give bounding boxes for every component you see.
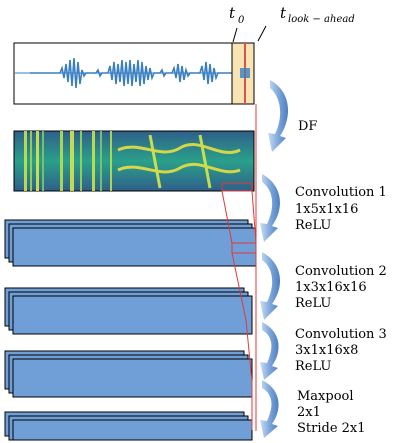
- t0-pointer: [232, 27, 238, 43]
- receptive-field-connectors: [221, 104, 257, 431]
- svg-text:t: t: [229, 4, 236, 22]
- svg-text:ReLU: ReLU: [295, 359, 331, 374]
- conv1-feature-stack: [4, 219, 257, 267]
- t0-label: t 0: [229, 4, 245, 26]
- svg-text:Convolution 1: Convolution 1: [295, 185, 387, 200]
- spectrogram-panel: [13, 130, 255, 192]
- svg-text:Stride 2x1: Stride 2x1: [297, 421, 366, 436]
- step-label-maxpool: Maxpool 2x1 Stride 2x1: [297, 389, 366, 436]
- step-label-conv1: Convolution 1 1x5x1x16 ReLU: [295, 185, 387, 233]
- svg-text:look − ahead: look − ahead: [288, 14, 355, 25]
- svg-text:DF: DF: [298, 119, 317, 134]
- down-curved-arrow-icon: [260, 174, 281, 242]
- svg-text:0: 0: [238, 15, 245, 26]
- svg-text:t: t: [280, 4, 287, 22]
- svg-text:1x5x1x16: 1x5x1x16: [295, 202, 358, 217]
- svg-text:ReLU: ReLU: [295, 296, 331, 311]
- maxpool-feature-stack: [4, 411, 253, 441]
- svg-text:1x3x16x16: 1x3x16x16: [295, 280, 367, 295]
- down-curved-arrow-icon: [260, 380, 279, 438]
- waveform-panel: [13, 42, 255, 105]
- svg-text:3x1x16x8: 3x1x16x8: [295, 343, 358, 358]
- down-curved-arrow-icon: [268, 80, 289, 152]
- svg-text:Convolution 2: Convolution 2: [295, 264, 387, 279]
- step-label-df: DF: [298, 119, 317, 134]
- waveform-signal: [30, 57, 251, 89]
- t-lookahead-label: t look − ahead: [280, 4, 355, 25]
- svg-text:Convolution 3: Convolution 3: [295, 327, 387, 342]
- conv3-feature-stack: [4, 350, 253, 398]
- svg-text:2x1: 2x1: [297, 405, 321, 420]
- down-curved-arrow-icon: [260, 252, 281, 320]
- down-curved-arrow-icon: [260, 322, 279, 380]
- svg-text:Maxpool: Maxpool: [297, 389, 354, 404]
- step-label-conv2: Convolution 2 1x3x16x16 ReLU: [295, 264, 387, 311]
- t-lookahead-pointer: [257, 25, 267, 42]
- conv2-feature-stack: [4, 287, 253, 335]
- step-label-conv3: Convolution 3 3x1x16x8 ReLU: [295, 327, 387, 374]
- svg-text:ReLU: ReLU: [295, 218, 331, 233]
